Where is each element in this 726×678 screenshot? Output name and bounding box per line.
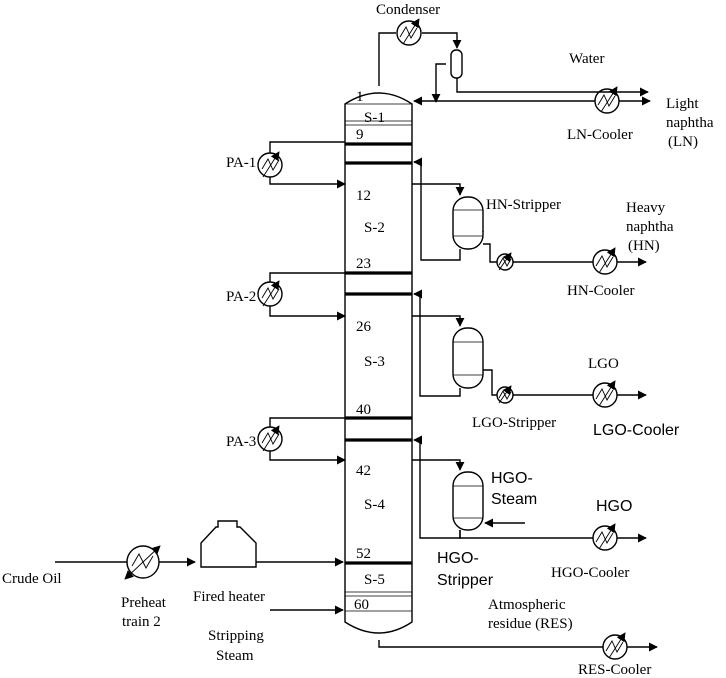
tray-52-label: 52 <box>356 546 371 562</box>
crude-oil-label: Crude Oil <box>2 571 62 587</box>
water-label: Water <box>569 51 604 67</box>
lgo-stripper-vessel <box>452 327 484 389</box>
preheat-label-2: train 2 <box>122 614 161 630</box>
res-cooler-icon <box>602 634 628 660</box>
section-s1-label: S-1 <box>364 110 385 126</box>
hgo-steam-label-1: HGO- <box>491 470 533 487</box>
reflux-drum <box>450 49 463 79</box>
hn-cooler-icon <box>592 249 618 275</box>
lgo-stripper-system <box>412 289 647 408</box>
lgo-label: LGO <box>588 356 619 372</box>
preheat-label-1: Preheat <box>121 595 167 611</box>
hgo-stripper-system <box>412 435 647 551</box>
hn-stripper-label: HN-Stripper <box>486 197 561 213</box>
atm-residue-label-2: residue (RES) <box>488 616 573 632</box>
pump-around-1 <box>257 141 346 189</box>
fired-heater-label: Fired heater <box>193 589 265 605</box>
overhead-system <box>378 18 651 114</box>
lgo-cooler-label: LGO-Cooler <box>593 422 680 439</box>
pa3-label: PA-3 <box>226 434 256 450</box>
light-naphtha-label-2: naphtha <box>666 115 714 131</box>
condenser-icon <box>396 20 422 46</box>
residue-system <box>378 632 658 660</box>
lgo-stripper-label: LGO-Stripper <box>472 415 556 431</box>
hn-cooler-label: HN-Cooler <box>567 283 635 299</box>
condenser-label: Condenser <box>376 2 440 18</box>
heavy-naphtha-label-2: naphtha <box>626 219 674 235</box>
stripping-steam-label-1: Stripping <box>208 628 264 644</box>
hn-stripper-vessel <box>452 196 484 250</box>
pump-around-2 <box>257 272 346 321</box>
hgo-stripper-label-2: Stripper <box>437 572 494 589</box>
pa2-label: PA-2 <box>226 289 256 305</box>
section-s2-label: S-2 <box>364 220 385 236</box>
ln-cooler-label: LN-Cooler <box>567 127 633 143</box>
light-naphtha-label-1: Light <box>666 96 699 112</box>
section-s4-label: S-4 <box>364 497 385 513</box>
tray-12-label: 12 <box>356 188 371 204</box>
hgo-stripper-vessel <box>452 471 484 531</box>
tray-42-label: 42 <box>356 463 371 479</box>
pa3-exchanger-icon <box>257 426 283 452</box>
tray-60-label: 60 <box>354 597 369 613</box>
section-s3-label: S-3 <box>364 354 385 370</box>
atm-residue-label-1: Atmospheric <box>488 597 566 613</box>
pump-around-3 <box>257 417 346 465</box>
stripping-steam-label-2: Steam <box>216 648 254 664</box>
light-naphtha-label-3: (LN) <box>668 134 698 150</box>
tray-23-label: 23 <box>356 256 371 272</box>
tray-26-label: 26 <box>356 319 372 335</box>
hgo-cooler-label: HGO-Cooler <box>551 565 629 581</box>
lgo-cooler-icon <box>592 382 618 408</box>
pa1-exchanger-icon <box>257 152 283 178</box>
pa1-label: PA-1 <box>226 155 256 171</box>
distillation-column <box>344 92 413 634</box>
ln-cooler-icon <box>594 88 620 114</box>
fired-heater-icon <box>200 520 257 568</box>
res-cooler-label: RES-Cooler <box>578 662 651 678</box>
hgo-cooler-icon <box>592 525 618 551</box>
heavy-naphtha-label-3: (HN) <box>628 238 660 254</box>
feed-system <box>55 520 344 615</box>
tray-40-label: 40 <box>356 402 371 418</box>
hn-stripper-system <box>412 157 647 275</box>
tray-1-label: 1 <box>356 89 364 105</box>
tray-9-label: 9 <box>356 127 364 143</box>
heavy-naphtha-label-1: Heavy <box>626 200 666 216</box>
section-s5-label: S-5 <box>364 572 385 588</box>
hgo-stripper-label-1: HGO- <box>437 550 479 567</box>
pa2-exchanger-icon <box>257 281 283 307</box>
hgo-steam-label-2: Steam <box>491 491 537 508</box>
hgo-label: HGO <box>596 498 632 515</box>
